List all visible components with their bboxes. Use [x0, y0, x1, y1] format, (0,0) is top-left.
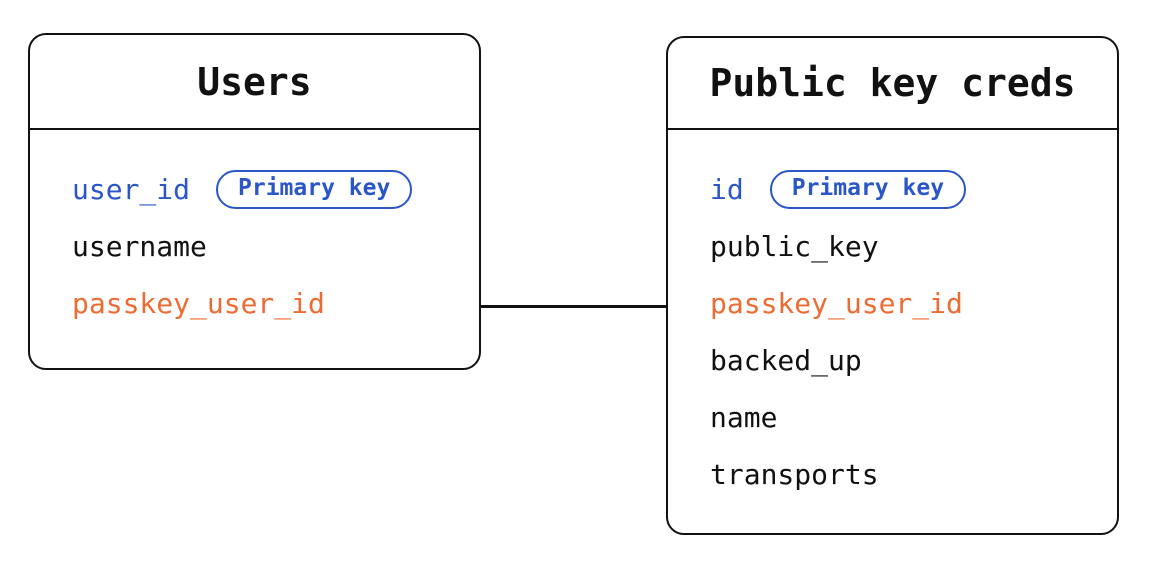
entity-users: Users user_id Primary key username passk…: [28, 33, 481, 370]
field-name: passkey_user_id: [72, 287, 325, 320]
field-row-name: name: [710, 389, 1117, 446]
field-row-id: id Primary key: [710, 161, 1117, 218]
field-name: user_id: [72, 173, 191, 206]
field-row-username: username: [72, 218, 479, 275]
field-row-backed-up: backed_up: [710, 332, 1117, 389]
field-row-passkey-user-id: passkey_user_id: [710, 275, 1117, 332]
field-name: username: [72, 230, 207, 263]
field-name: name: [710, 401, 778, 434]
field-row-passkey-user-id: passkey_user_id: [72, 275, 479, 332]
field-name: transports: [710, 458, 879, 491]
entity-public-key-creds-title: Public key creds: [668, 38, 1117, 130]
relationship-line: [479, 305, 669, 308]
field-name: id: [710, 173, 744, 206]
field-name: passkey_user_id: [710, 287, 963, 320]
field-name: backed_up: [710, 344, 862, 377]
field-row-public-key: public_key: [710, 218, 1117, 275]
primary-key-badge: Primary key: [216, 169, 413, 210]
entity-users-fields: user_id Primary key username passkey_use…: [30, 130, 479, 332]
entity-users-title: Users: [30, 35, 479, 130]
entity-public-key-creds-fields: id Primary key public_key passkey_user_i…: [668, 130, 1117, 503]
primary-key-badge: Primary key: [769, 169, 967, 210]
entity-public-key-creds: Public key creds id Primary key public_k…: [666, 36, 1119, 535]
field-row-user-id: user_id Primary key: [72, 161, 479, 218]
field-name: public_key: [710, 230, 879, 263]
field-row-transports: transports: [710, 446, 1117, 503]
